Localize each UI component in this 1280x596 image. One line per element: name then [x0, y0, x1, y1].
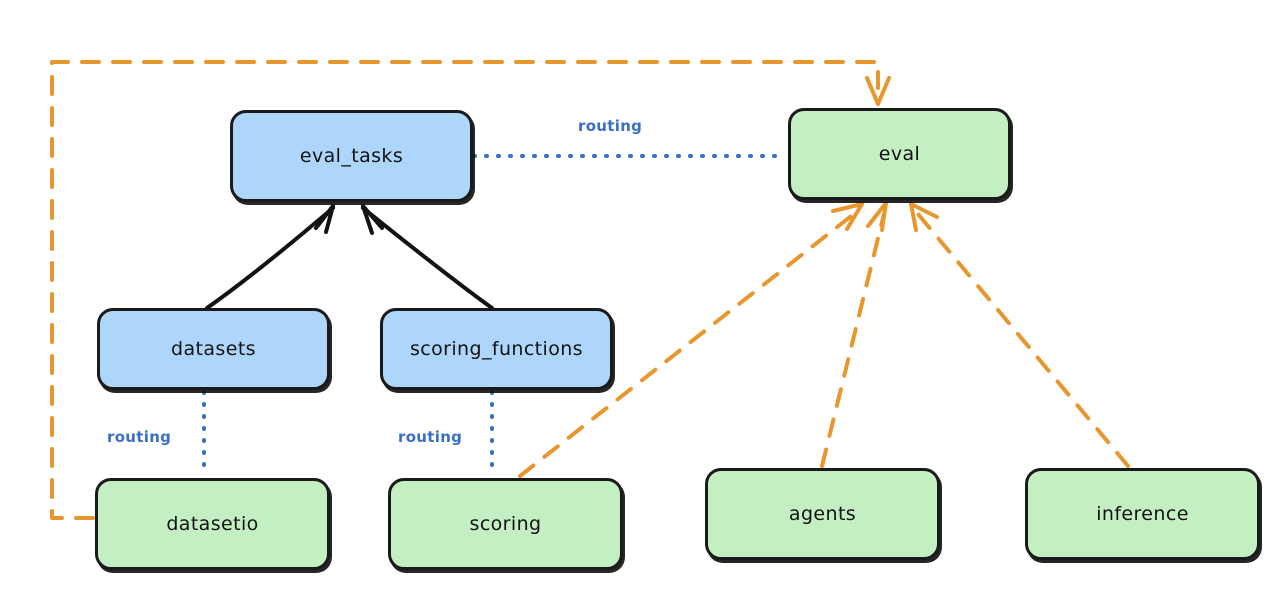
node-scoring[interactable]: scoring	[388, 478, 623, 570]
node-label: eval_tasks	[299, 145, 404, 167]
edge-datasets-to-eval_tasks	[205, 204, 335, 310]
edge-label-routing-eval-tasks-eval: routing	[578, 117, 643, 135]
node-label: eval	[878, 143, 921, 165]
edge-label-routing-scoring-functions-scoring: routing	[398, 428, 463, 446]
node-inference[interactable]: inference	[1025, 468, 1260, 560]
edge-label-routing-datasets-datasetio: routing	[107, 428, 172, 446]
edge-scoring_functions-to-eval_tasks	[361, 204, 494, 310]
node-agents[interactable]: agents	[705, 468, 940, 560]
edge-agents-to-eval	[820, 201, 888, 468]
edge-scoring-to-eval	[518, 202, 864, 478]
node-label: scoring_functions	[410, 338, 583, 360]
node-datasets[interactable]: datasets	[97, 308, 330, 390]
node-label: agents	[788, 503, 857, 525]
node-label: datasetio	[166, 513, 259, 535]
node-datasetio[interactable]: datasetio	[95, 478, 330, 570]
node-eval-tasks[interactable]: eval_tasks	[230, 110, 473, 202]
node-scoring-functions[interactable]: scoring_functions	[380, 308, 613, 390]
node-label: scoring	[469, 513, 542, 535]
edge-inference-to-eval	[909, 202, 1130, 468]
node-label: inference	[1096, 503, 1189, 525]
node-label: datasets	[171, 338, 256, 360]
edge-datasetio-to-eval	[50, 60, 891, 520]
node-eval[interactable]: eval	[788, 108, 1011, 200]
